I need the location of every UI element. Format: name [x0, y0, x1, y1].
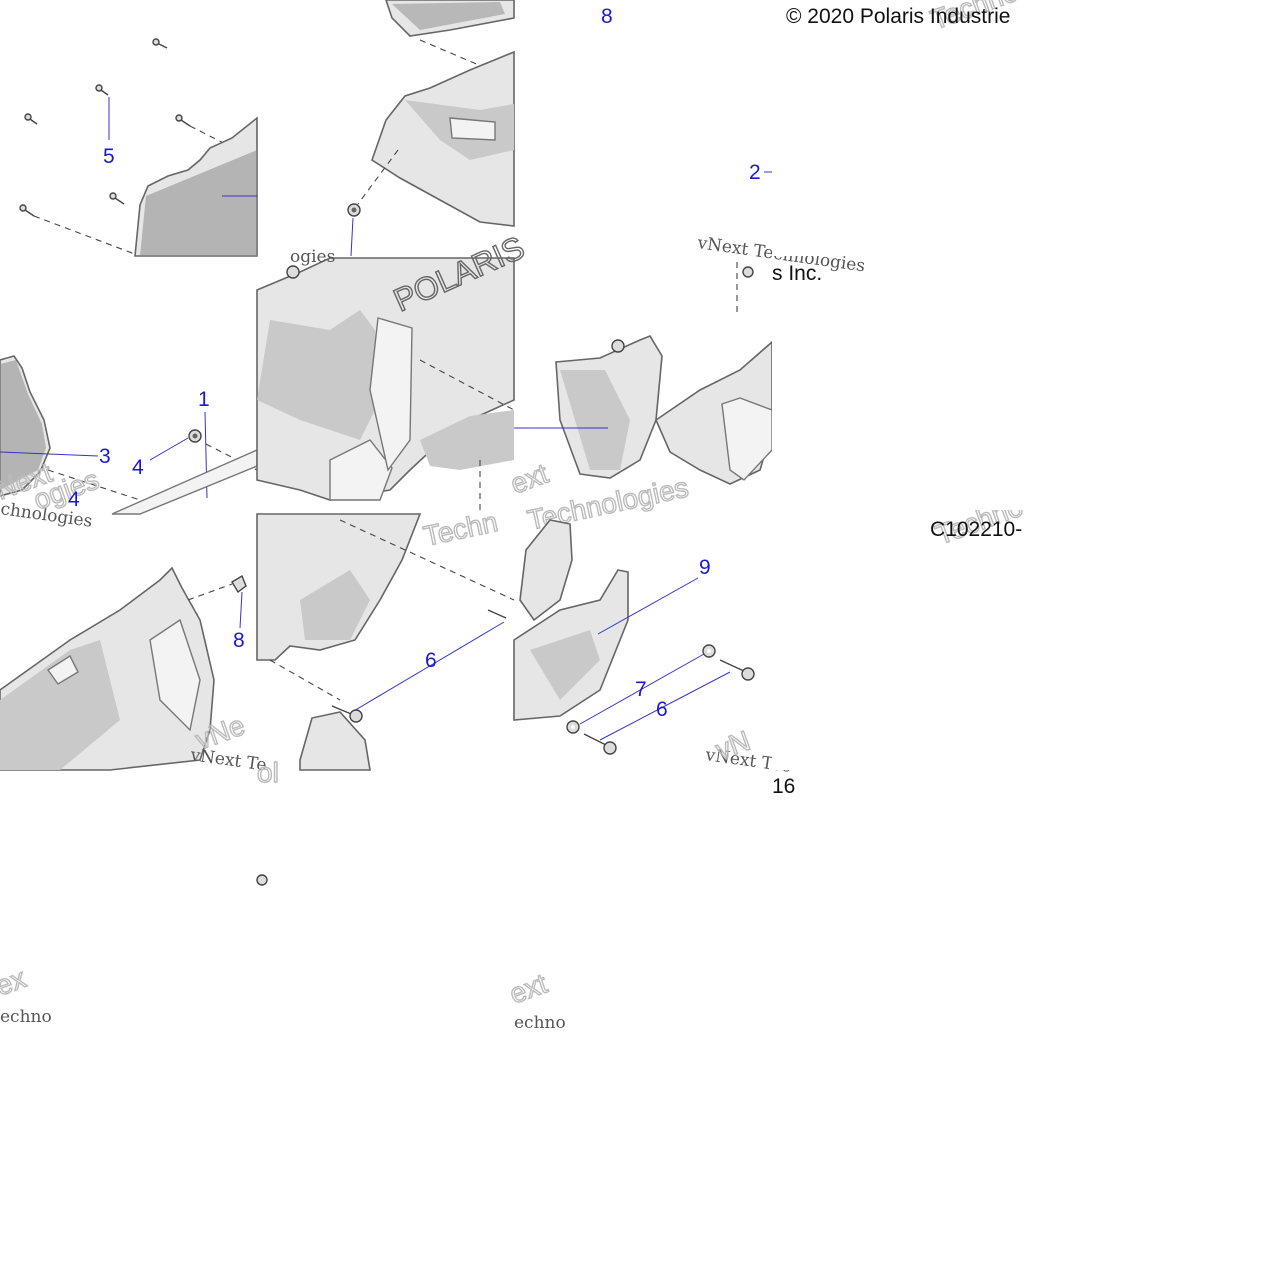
nut-icon	[188, 429, 202, 443]
tile-bottom-middle: Techn ol	[256, 505, 515, 789]
callout-1: 1	[198, 388, 210, 411]
push-rivet-icon	[231, 574, 247, 594]
tile-center: POLARIS ogies	[256, 228, 530, 514]
callout-4-partial: 4	[68, 488, 80, 511]
copyright-text: © 2020 Polaris Industrie	[786, 5, 1010, 28]
nut-icon	[742, 266, 754, 278]
tile-top-left	[19, 38, 258, 257]
callout-8-bottom: 8	[233, 629, 245, 652]
nut-icon	[611, 339, 625, 353]
washer-icon	[566, 644, 716, 734]
callout-6-right: 6	[656, 698, 668, 721]
figure-id: C102210-	[930, 518, 1022, 541]
callout-3: 3	[99, 445, 111, 468]
tile-mid-right: ext Technologies	[506, 335, 773, 537]
tile-bottom-right: vNext Tec vN	[513, 519, 792, 777]
svg-text:ex: ex	[0, 962, 30, 1001]
callout-labels: 8 5 2 1 3 4 4 9 8 6 7 6	[68, 5, 761, 721]
svg-text:ol: ol	[257, 757, 279, 788]
svg-text:ext: ext	[505, 968, 551, 1010]
callout-5: 5	[103, 145, 115, 168]
bolt-icon	[583, 659, 755, 755]
callout-4: 4	[132, 456, 144, 479]
skid-plate-front	[299, 711, 371, 771]
tile-bottom-left: vNext Te vNe	[0, 566, 268, 776]
front-grille-upper	[134, 116, 258, 257]
lower-fascia-left	[0, 566, 215, 771]
side-fender-lower	[519, 519, 573, 622]
svg-text:echno: echno	[0, 1007, 52, 1027]
bolt-icon	[331, 609, 507, 723]
headlight-bezel-left	[371, 50, 515, 227]
page-fragment: 16	[772, 775, 795, 798]
nut-icon	[347, 203, 361, 217]
svg-text:ext: ext	[506, 458, 552, 500]
side-guard	[555, 335, 663, 479]
screw-icon	[19, 38, 191, 217]
tile-mid-left: Next chnologies ogies	[0, 355, 258, 532]
bumper-bracket	[655, 340, 773, 485]
svg-text:Techn: Techn	[421, 506, 501, 552]
svg-text:ogies: ogies	[290, 247, 335, 267]
callout-6-center: 6	[425, 649, 437, 672]
nut-icon	[286, 265, 300, 279]
callout-9: 9	[699, 556, 711, 579]
callout-8-top: 8	[601, 5, 613, 28]
mount-bracket	[513, 569, 629, 721]
tile-top-middle	[347, 0, 515, 257]
front-grille-lower	[0, 355, 51, 497]
front-fascia-main	[256, 257, 515, 501]
callout-7: 7	[635, 678, 647, 701]
svg-text:echno: echno	[514, 1013, 566, 1033]
callout-2: 2	[749, 161, 761, 184]
copyright-fragment: s Inc.	[772, 262, 822, 285]
lower-fascia-center	[256, 513, 422, 661]
